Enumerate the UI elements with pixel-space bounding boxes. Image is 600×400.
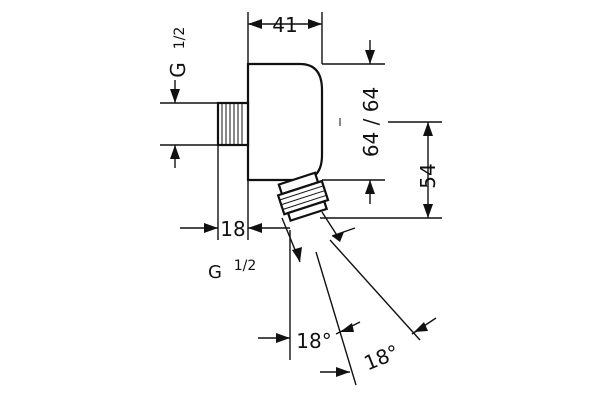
dimension-offset-left-label: 18 — [220, 217, 245, 241]
dimension-top-width-label: 41 — [272, 13, 297, 37]
dimension-angle-1-label: 18° — [296, 329, 331, 353]
outlet-housing — [216, 62, 330, 223]
dimension-height: 64 / 64 — [322, 40, 385, 204]
dimension-angle-2: 18° — [320, 317, 437, 377]
thread-bottom-frac-label: 1/2 — [234, 258, 257, 274]
dimension-outlet-height: 54 — [320, 121, 442, 219]
dimension-offset-left: 18 — [180, 145, 290, 241]
dimension-outlet-height-label: 54 — [416, 163, 440, 188]
dimension-height-label: 64 / 64 — [359, 87, 383, 157]
dimension-thread-bottom: G 1/2 — [208, 211, 356, 283]
dimension-angle-2-label: 18° — [360, 340, 402, 376]
thread-bottom-g-label: G — [208, 262, 222, 283]
thread-top-frac-label: 1/2 — [172, 27, 188, 50]
thread-top-g-label: G — [166, 62, 190, 78]
dimension-top-width: 41 — [247, 12, 323, 64]
dimension-thread-top: G 1/2 — [160, 27, 218, 168]
dimension-angle-1: 18° — [258, 321, 361, 353]
